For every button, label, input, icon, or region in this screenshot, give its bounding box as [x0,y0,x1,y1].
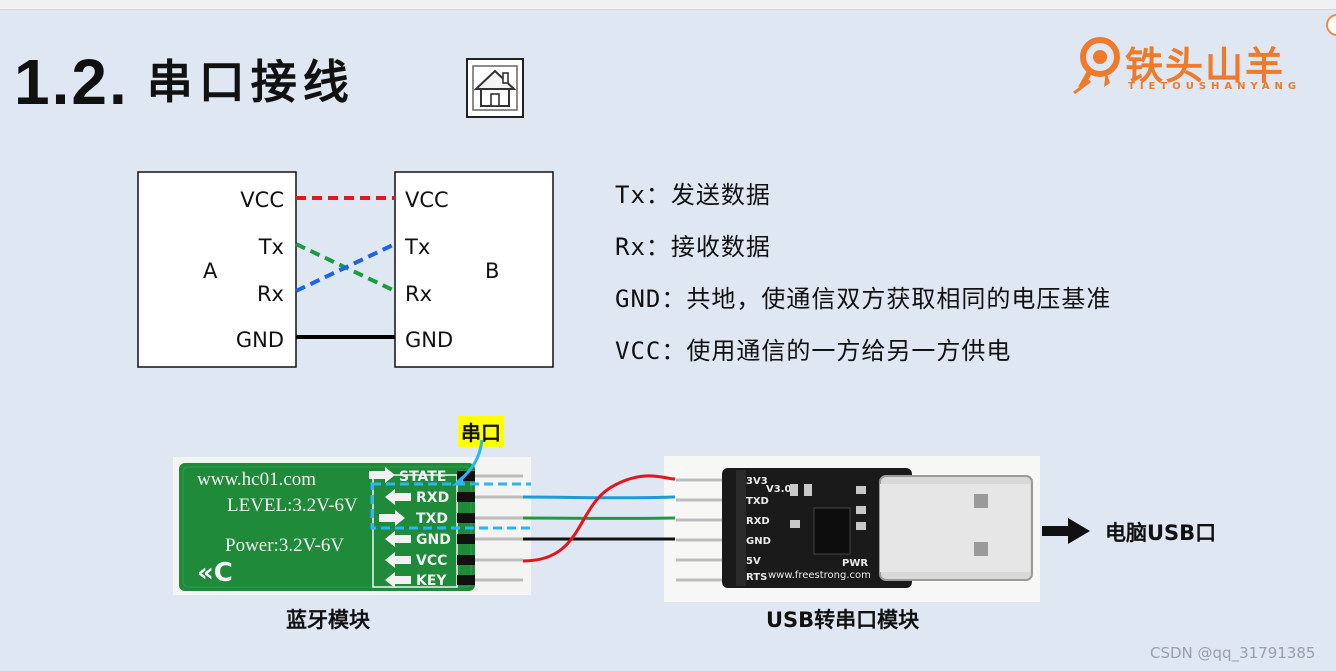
usb-module-caption: USB转串口模块 [766,608,920,632]
bt-level: LEVEL:3.2V-6V [227,495,358,516]
logo-name: 铁头山羊 [1125,44,1286,88]
goat-logo-icon [1073,37,1120,95]
top-bar [0,0,1336,10]
device-a-box [137,171,297,368]
usb-pin-rts: RTS [746,572,767,583]
brand-logo: 铁头山羊 TIETOUSHANYANG [1070,35,1310,95]
corner-indicator [1326,14,1336,36]
usb-pin-gnd: GND [746,536,771,547]
home-button[interactable] [466,58,524,118]
usb-pin-txd: TXD [746,496,769,507]
device-a-label: A [203,259,218,283]
rx-to-tx-wire [295,242,396,293]
hc-logo: «C [197,558,233,588]
pins-a: VCC Tx Rx GND [236,188,284,352]
home-icon [472,65,518,111]
arrow-right-icon [1042,518,1090,544]
device-b-label: B [485,259,499,283]
usb-serial-module-photo: 3V3 TXD RXD GND 5V RTS V3.0 PWR www.free… [664,456,1040,602]
bt-pin-vcc: VCC [416,553,447,569]
vcc-wire-modules [522,474,675,563]
pin-a-vcc: VCC [240,188,284,212]
bt-rxd-to-usb-txd-wire [522,495,675,500]
pins-b: VCC Tx Rx GND [404,188,453,352]
pin-legend: Tx：发送数据 Rx：接收数据 GND：共地，使通信双方获取相同的电压基准 VC… [615,175,1111,383]
bt-url: www.hc01.com [197,469,316,490]
bt-power: Power:3.2V-6V [225,535,344,556]
pin-b-vcc: VCC [405,188,449,212]
legend-tx: Tx：发送数据 [615,181,771,209]
bt-pin-rxd: RXD [416,490,449,506]
bt-pin-gnd: GND [416,532,451,548]
legend-vcc: VCC：使用通信的一方给另一方供电 [615,337,1012,365]
pc-usb-label: 电脑USB口 [1105,521,1217,545]
module-wires [522,474,675,563]
logo-subtitle: TIETOUSHANYANG [1128,81,1302,92]
bt-pin-key: KEY [416,573,447,589]
legend-rx: Rx：接收数据 [615,233,771,261]
title-text: 串口接线 [146,55,355,109]
pin-b-gnd: GND [405,328,453,352]
serial-tag-pointer [452,439,484,486]
bt-pin-state: STATE [399,469,446,485]
usb-pin-5v: 5V [746,556,761,567]
pin-b-rx: Rx [405,282,432,306]
device-b-box [394,171,554,368]
pin-b-tx: Tx [404,235,430,259]
pin-a-rx: Rx [257,282,284,306]
usb-pin-rxd: RXD [746,516,770,527]
title-number: 1.2. [14,46,129,118]
bluetooth-caption: 蓝牙模块 [286,608,370,632]
legend-gnd: GND：共地，使通信双方获取相同的电压基准 [615,285,1112,313]
usb-pin-3v3: 3V3 [746,476,768,487]
watermark: CSDN @qq_31791385 [1150,644,1316,662]
usb-version: V3.0 [766,484,791,495]
pin-a-tx: Tx [258,235,284,259]
usb-url: www.freestrong.com [768,570,871,581]
wiring-diagram: A B VCC Tx Rx GND VCC Tx Rx GND [137,171,554,368]
bt-pin-txd: TXD [416,511,448,527]
page-title: 1.2.串口接线 [14,50,355,115]
usb-pwr: PWR [842,558,868,569]
bluetooth-module-photo: www.hc01.com LEVEL:3.2V-6V Power:3.2V-6V… [173,457,536,595]
pin-a-gnd: GND [236,328,284,352]
